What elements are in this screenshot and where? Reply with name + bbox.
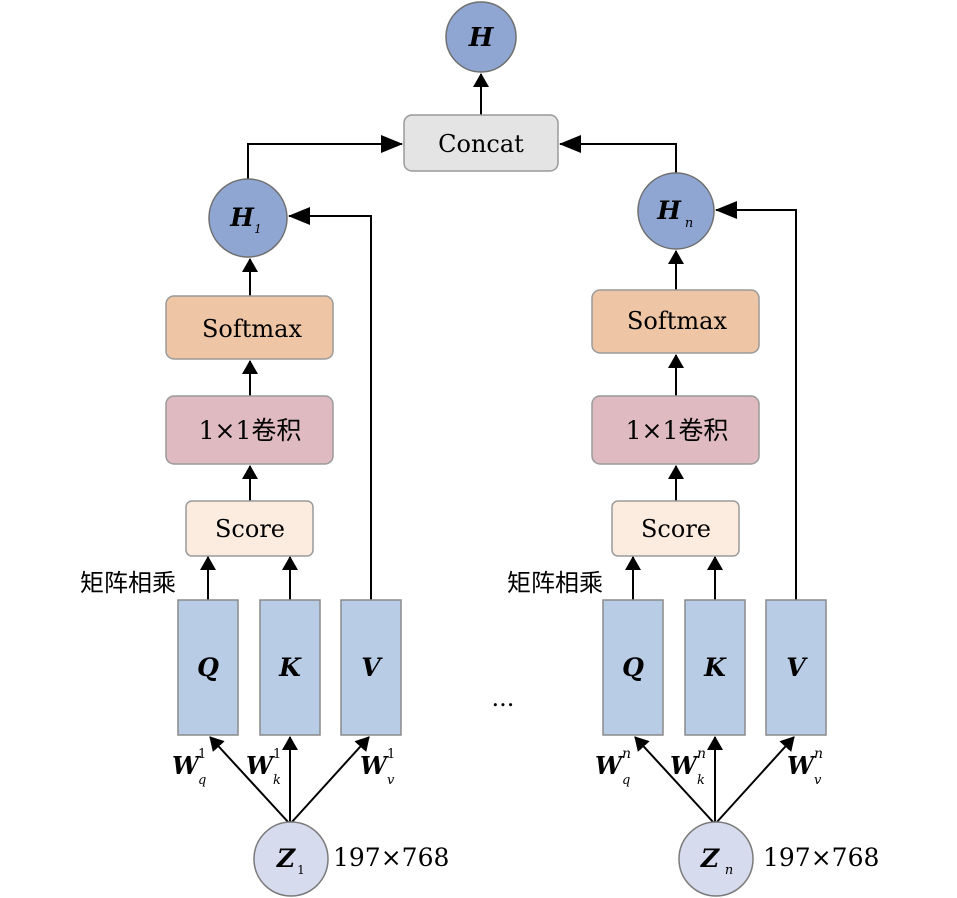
head-n-q-label: Q (622, 653, 644, 682)
head-1-score-box: Score (185, 500, 314, 557)
svg-text:k: k (273, 773, 281, 788)
svg-text:W: W (787, 751, 816, 780)
head-1-matmul-label: 矩阵相乘 (80, 569, 176, 597)
head-1-z-letter: Z (276, 844, 296, 873)
head-n-score-box: Score (611, 500, 740, 557)
svg-text:q: q (622, 773, 630, 788)
concat-label: Concat (438, 130, 524, 158)
head-n-conv-label: 1×1卷积 (626, 416, 729, 445)
head-1-output-node: H 1 (208, 178, 288, 258)
h1-to-concat-arrow (247, 135, 403, 180)
svg-text:n: n (697, 746, 706, 762)
head-1-h-letter: H (229, 203, 255, 232)
head-1-softmax-label: Softmax (202, 315, 302, 343)
head-1: H 1 Softmax 1×1卷积 Score 矩阵相乘 Q (80, 178, 449, 897)
head-1-z-sub: 1 (297, 863, 305, 877)
svg-text:W: W (246, 751, 275, 780)
head-n-wv-label: W n v (787, 746, 823, 788)
head-n-score-label: Score (641, 515, 711, 543)
head-n-wq-label: W n q (595, 746, 631, 788)
head-n-z-letter: Z (700, 844, 720, 873)
head-n-v-to-h-arrow (715, 201, 797, 600)
head-1-v-box: V (340, 599, 402, 736)
svg-text:1: 1 (387, 747, 395, 762)
head-1-z-to-v-arrow (290, 736, 370, 824)
head-n-z-to-v-arrow (715, 736, 795, 824)
head-1-k-box: K (259, 599, 321, 736)
head-n-conv-box: 1×1卷积 (591, 395, 760, 465)
head-1-z-to-q-arrow (209, 736, 290, 824)
head-1-score-label: Score (215, 515, 285, 543)
head-1-conv-box: 1×1卷积 (165, 395, 334, 465)
head-n-matmul-label: 矩阵相乘 (507, 569, 603, 597)
svg-text:W: W (595, 751, 624, 780)
svg-text:W: W (670, 751, 699, 780)
head-1-q-label: Q (197, 653, 219, 682)
head-n-z-to-q-arrow (634, 736, 715, 824)
head-n-output-node: H n (637, 172, 715, 250)
head-1-wk-label: W 1 k (246, 747, 281, 788)
svg-text:k: k (697, 773, 705, 788)
head-n-h-letter: H (656, 196, 682, 225)
head-n-q-box: Q (602, 599, 664, 736)
head-1-wv-label: W 1 v (360, 747, 395, 788)
head-1-conv-label: 1×1卷积 (199, 416, 302, 445)
svg-text:v: v (387, 773, 395, 788)
head-1-h-sub: 1 (254, 222, 262, 236)
head-n-v-label: V (786, 653, 808, 682)
head-1-k-label: K (278, 653, 302, 682)
head-1-v-label: V (361, 653, 383, 682)
head-1-v-to-h-arrow (288, 207, 372, 600)
head-n-z-sub: n (725, 863, 733, 878)
heads-ellipsis: ... (492, 684, 515, 712)
head-1-dims-label: 197×768 (333, 843, 449, 872)
svg-text:W: W (172, 751, 201, 780)
head-1-softmax-box: Softmax (165, 295, 334, 360)
svg-text:1: 1 (198, 747, 206, 762)
head-n-wk-label: W n k (670, 746, 706, 788)
head-n-softmax-box: Softmax (591, 289, 760, 354)
head-n-input-node: Z n (678, 821, 754, 897)
head-1-q-box: Q (177, 599, 239, 736)
output-label: H (468, 23, 495, 53)
svg-text:v: v (814, 773, 822, 788)
output-node: H (445, 1, 517, 73)
head-1-wq-label: W 1 q (172, 747, 206, 788)
svg-text:n: n (622, 746, 631, 762)
svg-text:q: q (198, 773, 206, 788)
svg-text:W: W (360, 751, 389, 780)
head-n-k-box: K (684, 599, 746, 736)
head-n: H n Softmax 1×1卷积 Score 矩阵相乘 Q K (507, 172, 879, 897)
concat-box: Concat (403, 114, 559, 172)
head-n-dims-label: 197×768 (763, 843, 879, 872)
svg-text:1: 1 (273, 747, 281, 762)
head-n-k-label: K (703, 653, 727, 682)
hn-to-concat-arrow (559, 135, 677, 174)
head-n-h-sub: n (685, 216, 693, 231)
head-n-softmax-label: Softmax (627, 307, 727, 335)
svg-text:n: n (814, 746, 823, 762)
head-1-input-node: Z 1 (253, 821, 329, 897)
head-n-v-box: V (765, 599, 827, 736)
